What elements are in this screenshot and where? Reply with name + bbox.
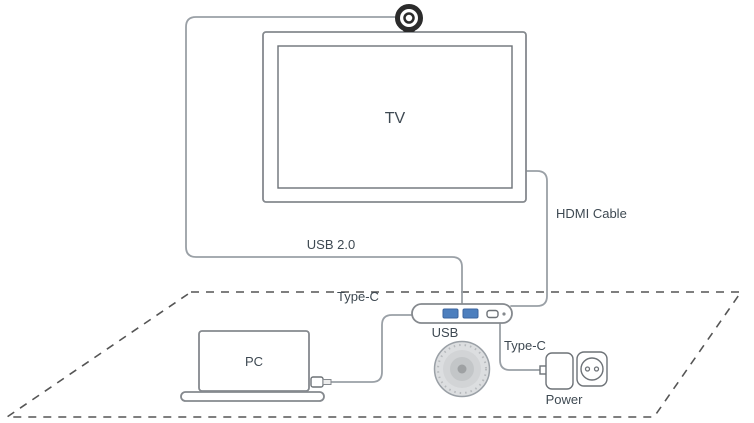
tv-label: TV	[385, 110, 406, 127]
laptop-icon: PC	[180, 330, 325, 402]
hdmi-cable-label: HDMI Cable	[556, 206, 627, 221]
aux-port-icon	[486, 309, 499, 319]
usb2-cable	[185, 16, 463, 307]
typec-hub-label: Type-C	[337, 289, 379, 304]
hub-led-icon	[502, 312, 506, 316]
usb2-cable-label: USB 2.0	[307, 237, 355, 252]
usb-port-1-icon	[442, 308, 459, 319]
usb-port-2-icon	[462, 308, 479, 319]
usb-ports-label: USB	[432, 325, 459, 340]
typec-power-label: Type-C	[504, 338, 546, 353]
hub-device	[411, 303, 513, 324]
wall-socket-icon	[576, 351, 608, 387]
laptop-plug-icon	[310, 376, 332, 388]
pc-label: PC	[245, 354, 263, 369]
typec-cable	[330, 314, 414, 383]
speakerphone-icon	[433, 340, 491, 398]
table-surface-outline	[4, 291, 743, 418]
camera-icon	[395, 4, 423, 32]
hdmi-cable	[510, 170, 548, 307]
tv-device: TV	[262, 31, 527, 203]
power-label: Power	[546, 392, 584, 407]
power-adapter-icon	[539, 352, 574, 390]
power-cable	[499, 322, 545, 371]
